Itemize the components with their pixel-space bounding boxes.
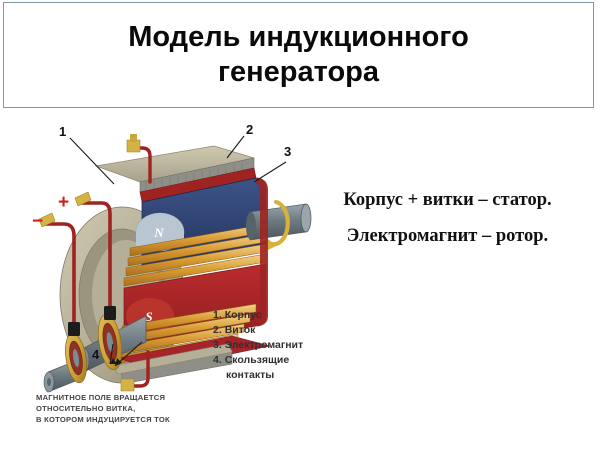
legend-item-3-number: 3. [213, 338, 222, 351]
page-title: Модель индукционного генератора [128, 20, 469, 88]
stator-winding-red-band [256, 178, 268, 326]
legend-item-1-number: 1. [213, 309, 222, 321]
legend-item-2: 2. Виток [213, 323, 333, 338]
legend-item-3: 3. Электромагнит [213, 338, 333, 353]
slide-title-box: Модель индукционного генератора [3, 2, 594, 108]
legend-item-4-continuation: контакты [226, 368, 275, 381]
rotor-north-pole: N [135, 177, 267, 273]
north-pole-label: N [153, 225, 164, 240]
positive-terminal-label: + [58, 192, 70, 213]
legend-item-4-number: 4. [213, 353, 222, 366]
statement-stator: Корпус + витки – статор. [343, 190, 552, 210]
caption-line-1: МАГНИТНОЕ ПОЛЕ ВРАЩАЕТСЯ [36, 393, 166, 402]
caption-line-3: В КОТОРОМ ИНДУЦИРУЕТСЯ ТОК [36, 415, 170, 425]
legend-item-2-number: 2. [213, 323, 222, 336]
legend-item-4-label: Скользящие [224, 353, 290, 366]
definition-statements: Корпус + витки – статор. Электромагнит –… [300, 190, 595, 262]
callout-leader-lines [69, 135, 287, 367]
brush-wire-positive [74, 191, 116, 320]
legend-item-3-label: Электромагнит [224, 338, 304, 351]
legend-item-2-label: Виток [224, 323, 256, 336]
induction-generator-diagram: N S [18, 120, 318, 395]
figure-legend: 1. Корпус 2. Виток 3. Электромагнит 4. С… [213, 308, 333, 383]
caption-line-2: ОТНОСИТЕЛЬНО ВИТКА, [36, 404, 136, 414]
brush-wire-negative [38, 212, 80, 336]
rotation-arrow-icon [267, 199, 290, 250]
callout-number-2: 2 [246, 122, 254, 137]
figure-caption: МАГНИТНОЕ ПОЛЕ ВРАЩАЕТСЯ ОТНОСИТЕЛЬНО ВИ… [36, 392, 170, 426]
legend-item-1-label: Корпус [224, 309, 262, 321]
slip-ring-outer [65, 332, 87, 384]
callout-number-1: 1 [59, 124, 67, 139]
statement-rotor: Электромагнит – ротор. [346, 226, 549, 246]
south-pole-label: S [145, 309, 152, 324]
legend-item-1: 1. Корпус [213, 308, 333, 323]
callout-number-3: 3 [284, 144, 292, 159]
negative-terminal-label: − [32, 211, 44, 232]
generator-illustration: N S [38, 134, 312, 393]
legend-item-4: 4. Скользящие [213, 353, 333, 368]
coil-lead-bottom [120, 350, 150, 392]
slip-ring-inner [97, 313, 123, 371]
coil-lead-top [126, 134, 152, 184]
callout-number-4: 4 [92, 347, 100, 362]
stator-laminations-top [94, 145, 257, 203]
